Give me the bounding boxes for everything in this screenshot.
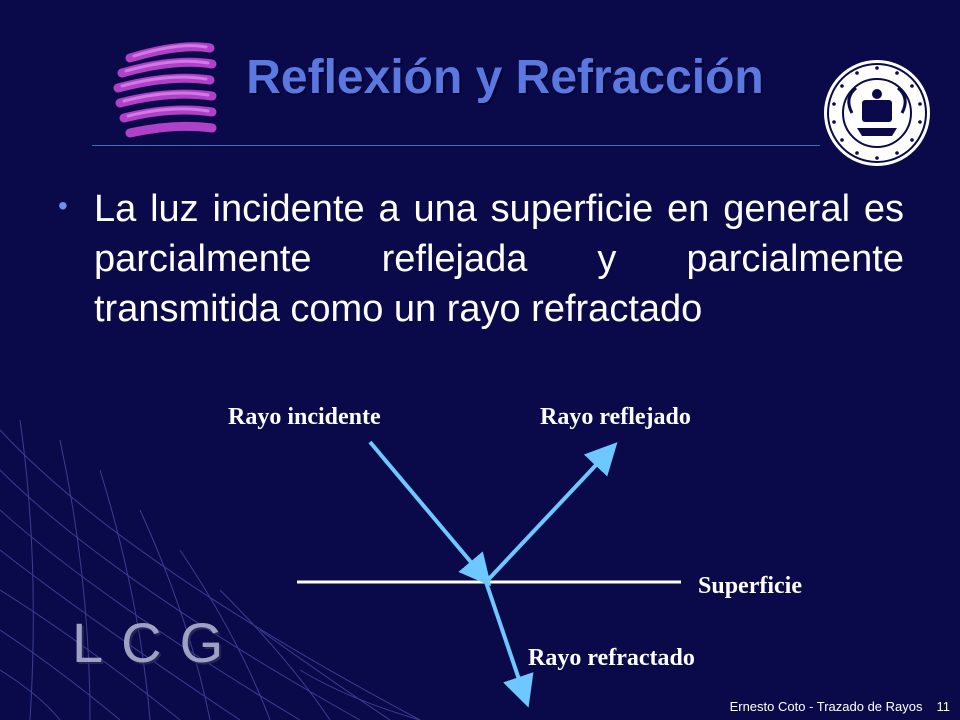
coil-logo-icon	[113, 42, 217, 138]
reflected-ray	[484, 442, 618, 584]
incident-ray	[368, 440, 492, 587]
reflected-ray-label: Rayo reflejado	[540, 404, 691, 430]
incident-ray-label: Rayo incidente	[228, 404, 381, 430]
refracted-ray	[484, 581, 534, 708]
title-divider	[92, 145, 820, 146]
slide-footer: Ernesto Coto - Trazado de Rayos 11	[730, 699, 950, 714]
page-number: 11	[936, 699, 951, 714]
bullet-text: La luz incidente a una superficie en gen…	[94, 188, 904, 330]
bullet-marker: •	[58, 190, 68, 221]
refracted-ray-label: Rayo refractado	[528, 645, 695, 671]
footer-text: Ernesto Coto - Trazado de Rayos	[729, 699, 923, 714]
lcg-logo: LCG	[72, 611, 242, 674]
surface-label: Superficie	[698, 573, 802, 599]
university-seal-icon	[824, 60, 930, 166]
slide-title: Reflexión y Refracción	[246, 51, 764, 104]
